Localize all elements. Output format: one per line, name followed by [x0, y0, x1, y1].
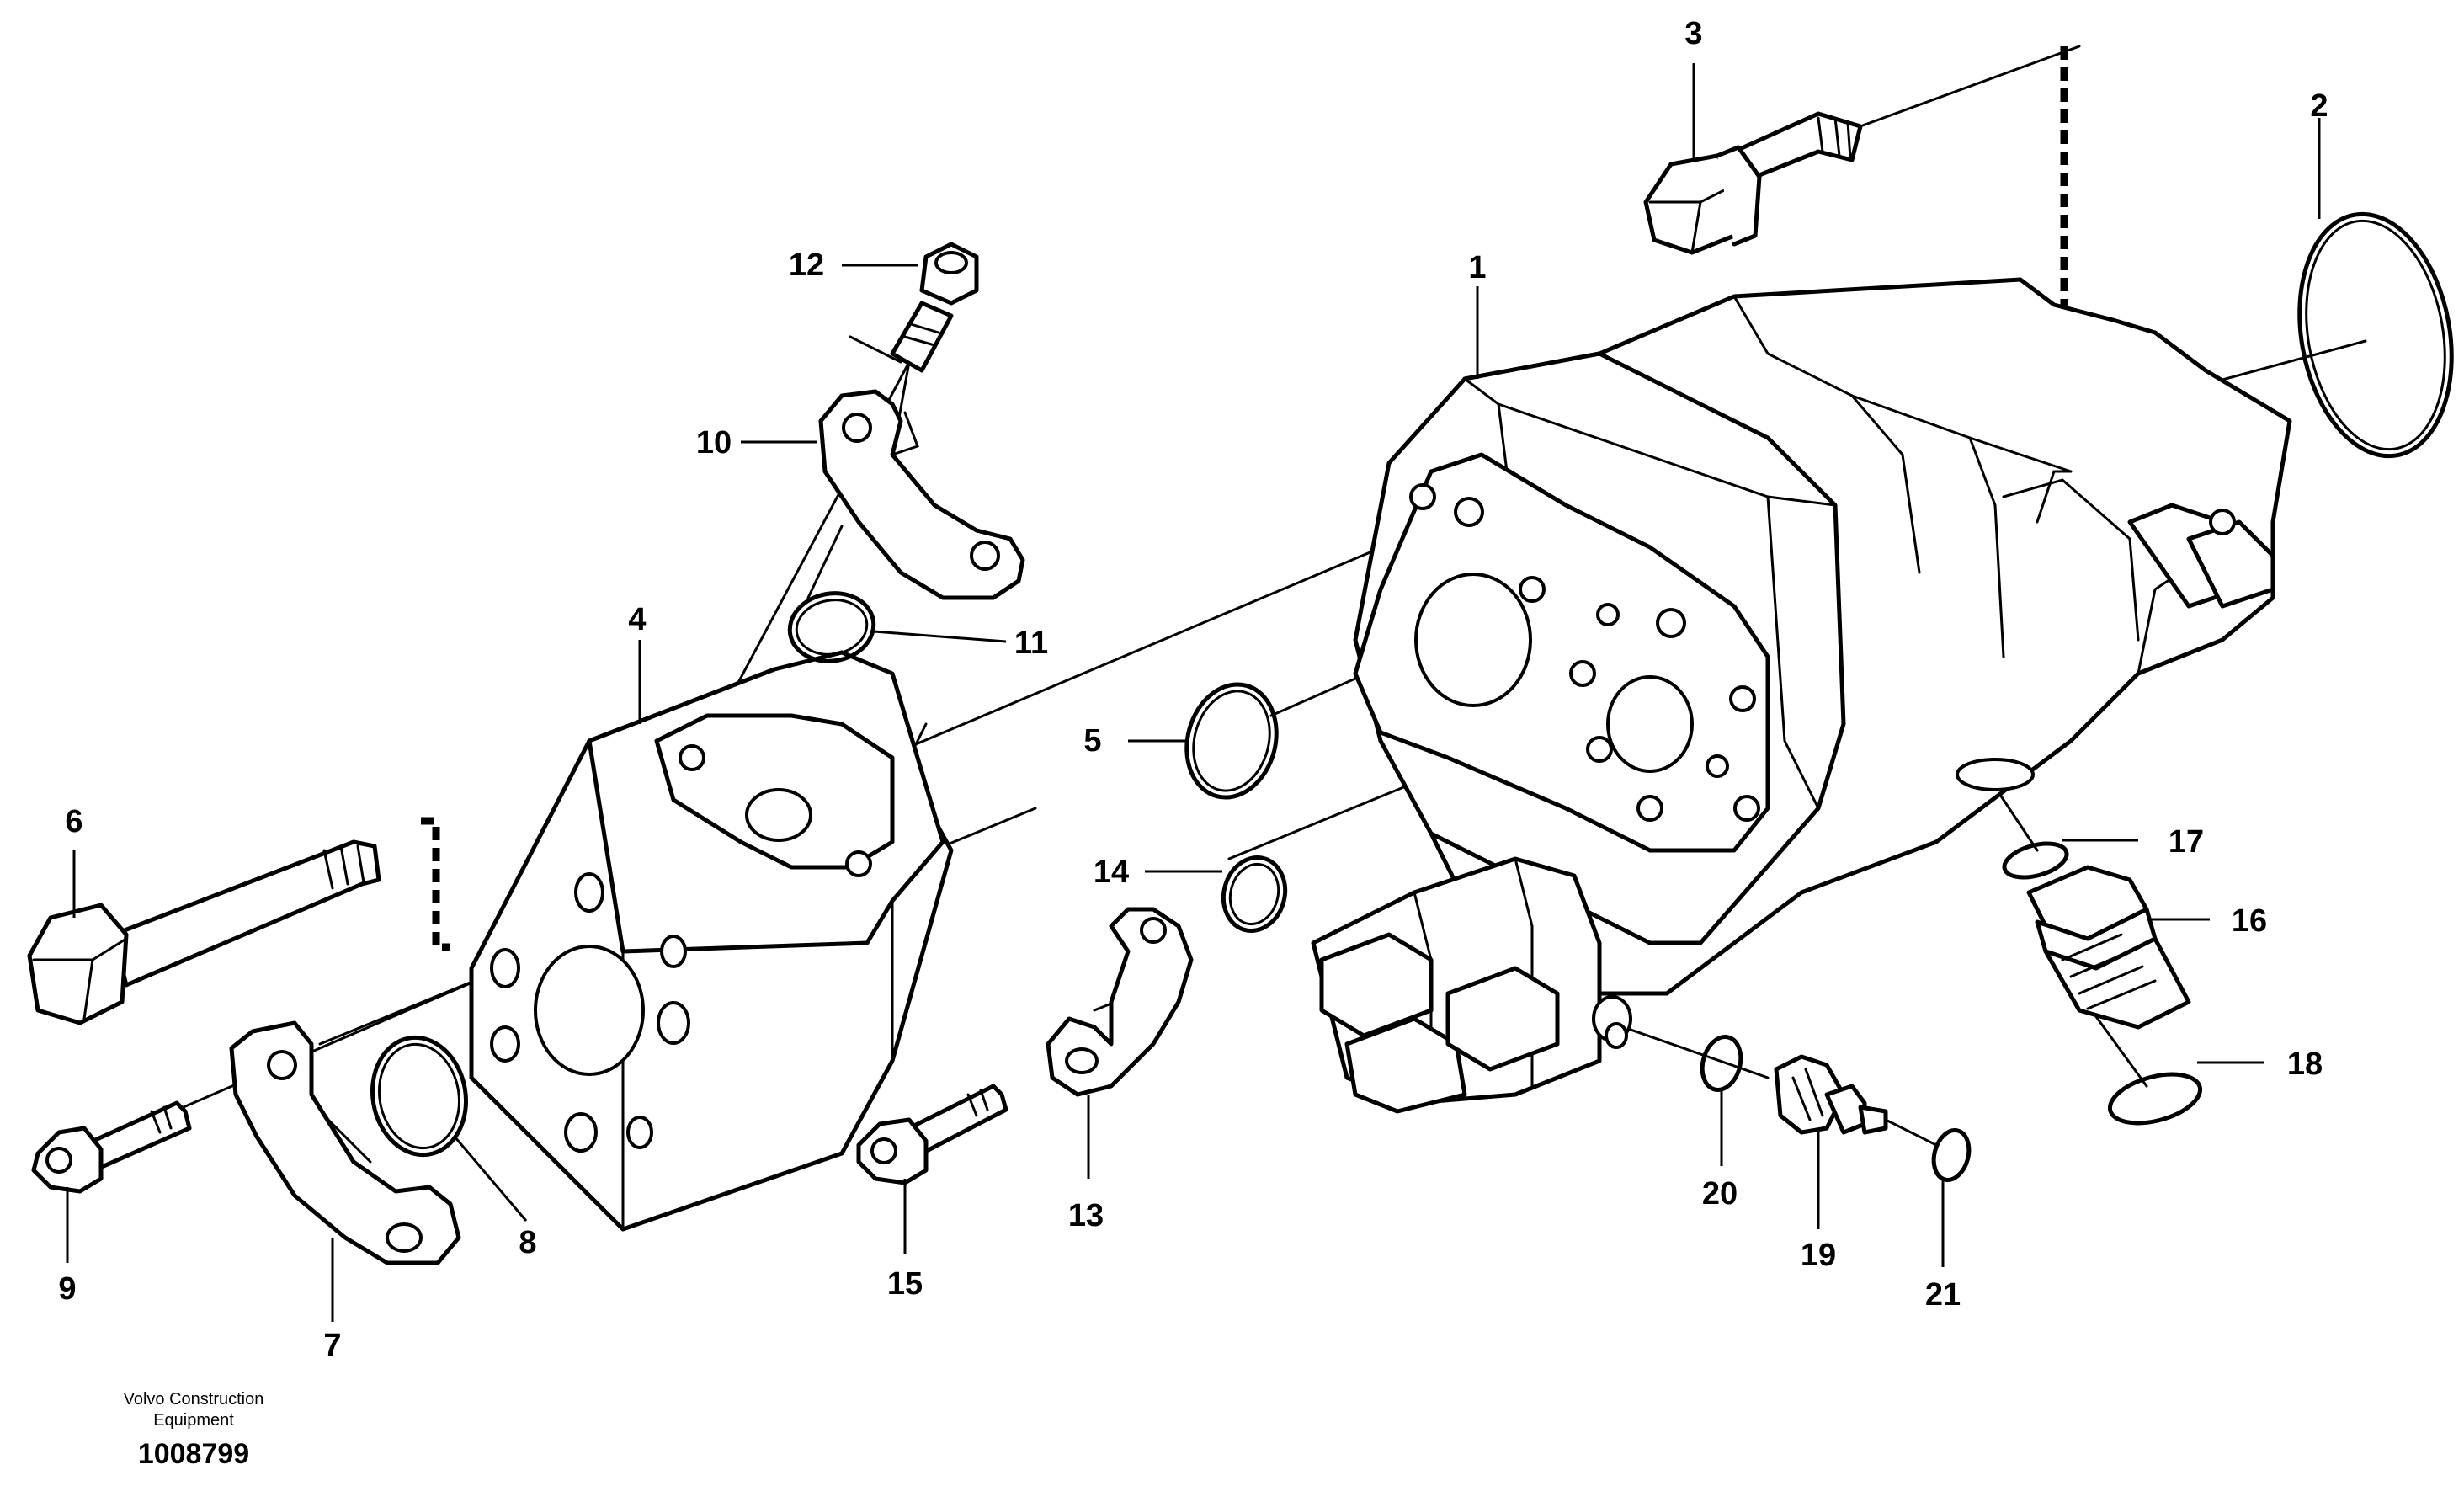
label-11: 11 [1014, 626, 1048, 661]
label-6: 6 [65, 804, 82, 839]
o-ring-5 [1184, 682, 1279, 800]
sensor-plug-19 [1774, 1054, 1888, 1135]
label-4: 4 [628, 602, 646, 637]
footer-company-line1: Volvo Construction [124, 1390, 264, 1409]
o-ring-20 [1700, 1035, 1743, 1092]
o-ring-14 [1221, 855, 1288, 934]
part-labels: 1 2 3 4 5 6 7 8 9 10 11 12 13 14 15 16 1… [58, 16, 2328, 1363]
o-ring-17 [2002, 841, 2069, 880]
o-ring-21 [1931, 1128, 1972, 1182]
cap-screw-9 [31, 1100, 192, 1194]
label-2: 2 [2310, 88, 2328, 124]
label-7: 7 [323, 1328, 341, 1363]
label-18: 18 [2287, 1047, 2323, 1082]
hex-bolt-3 [1643, 111, 1863, 255]
split-flange-7 [229, 1020, 461, 1265]
cap-screw-15 [856, 1084, 1008, 1185]
label-1: 1 [1468, 250, 1486, 285]
large-o-ring [2297, 211, 2454, 459]
label-8: 8 [519, 1225, 536, 1260]
label-10: 10 [696, 425, 732, 461]
o-ring-8 [370, 1035, 469, 1158]
label-3: 3 [1684, 16, 1702, 51]
label-13: 13 [1068, 1198, 1104, 1233]
leader-lines [66, 63, 2321, 1322]
label-15: 15 [887, 1266, 923, 1302]
pump-body [1311, 277, 2292, 1114]
label-16: 16 [2232, 903, 2267, 939]
split-flange-13 [1046, 907, 1194, 1097]
footer-drawing-number: 1008799 [138, 1438, 249, 1470]
hex-bolt-6 [27, 839, 381, 1025]
union-adapter-16 [2026, 865, 2191, 1030]
label-20: 20 [1702, 1176, 1738, 1212]
footer: Volvo Construction Equipment 1008799 [124, 1390, 264, 1470]
split-flange-10 [818, 389, 1025, 600]
label-5: 5 [1083, 723, 1101, 759]
label-17: 17 [2169, 824, 2204, 860]
label-9: 9 [58, 1271, 76, 1307]
footer-company-line2: Equipment [153, 1411, 234, 1430]
adapter-block [469, 650, 954, 1232]
label-14: 14 [1094, 855, 1129, 890]
label-12: 12 [789, 248, 824, 283]
o-ring-11 [787, 591, 876, 663]
label-21: 21 [1925, 1277, 1961, 1313]
label-19: 19 [1801, 1238, 1836, 1273]
o-ring-18 [2107, 1072, 2203, 1126]
cap-screw-12 [890, 242, 979, 373]
